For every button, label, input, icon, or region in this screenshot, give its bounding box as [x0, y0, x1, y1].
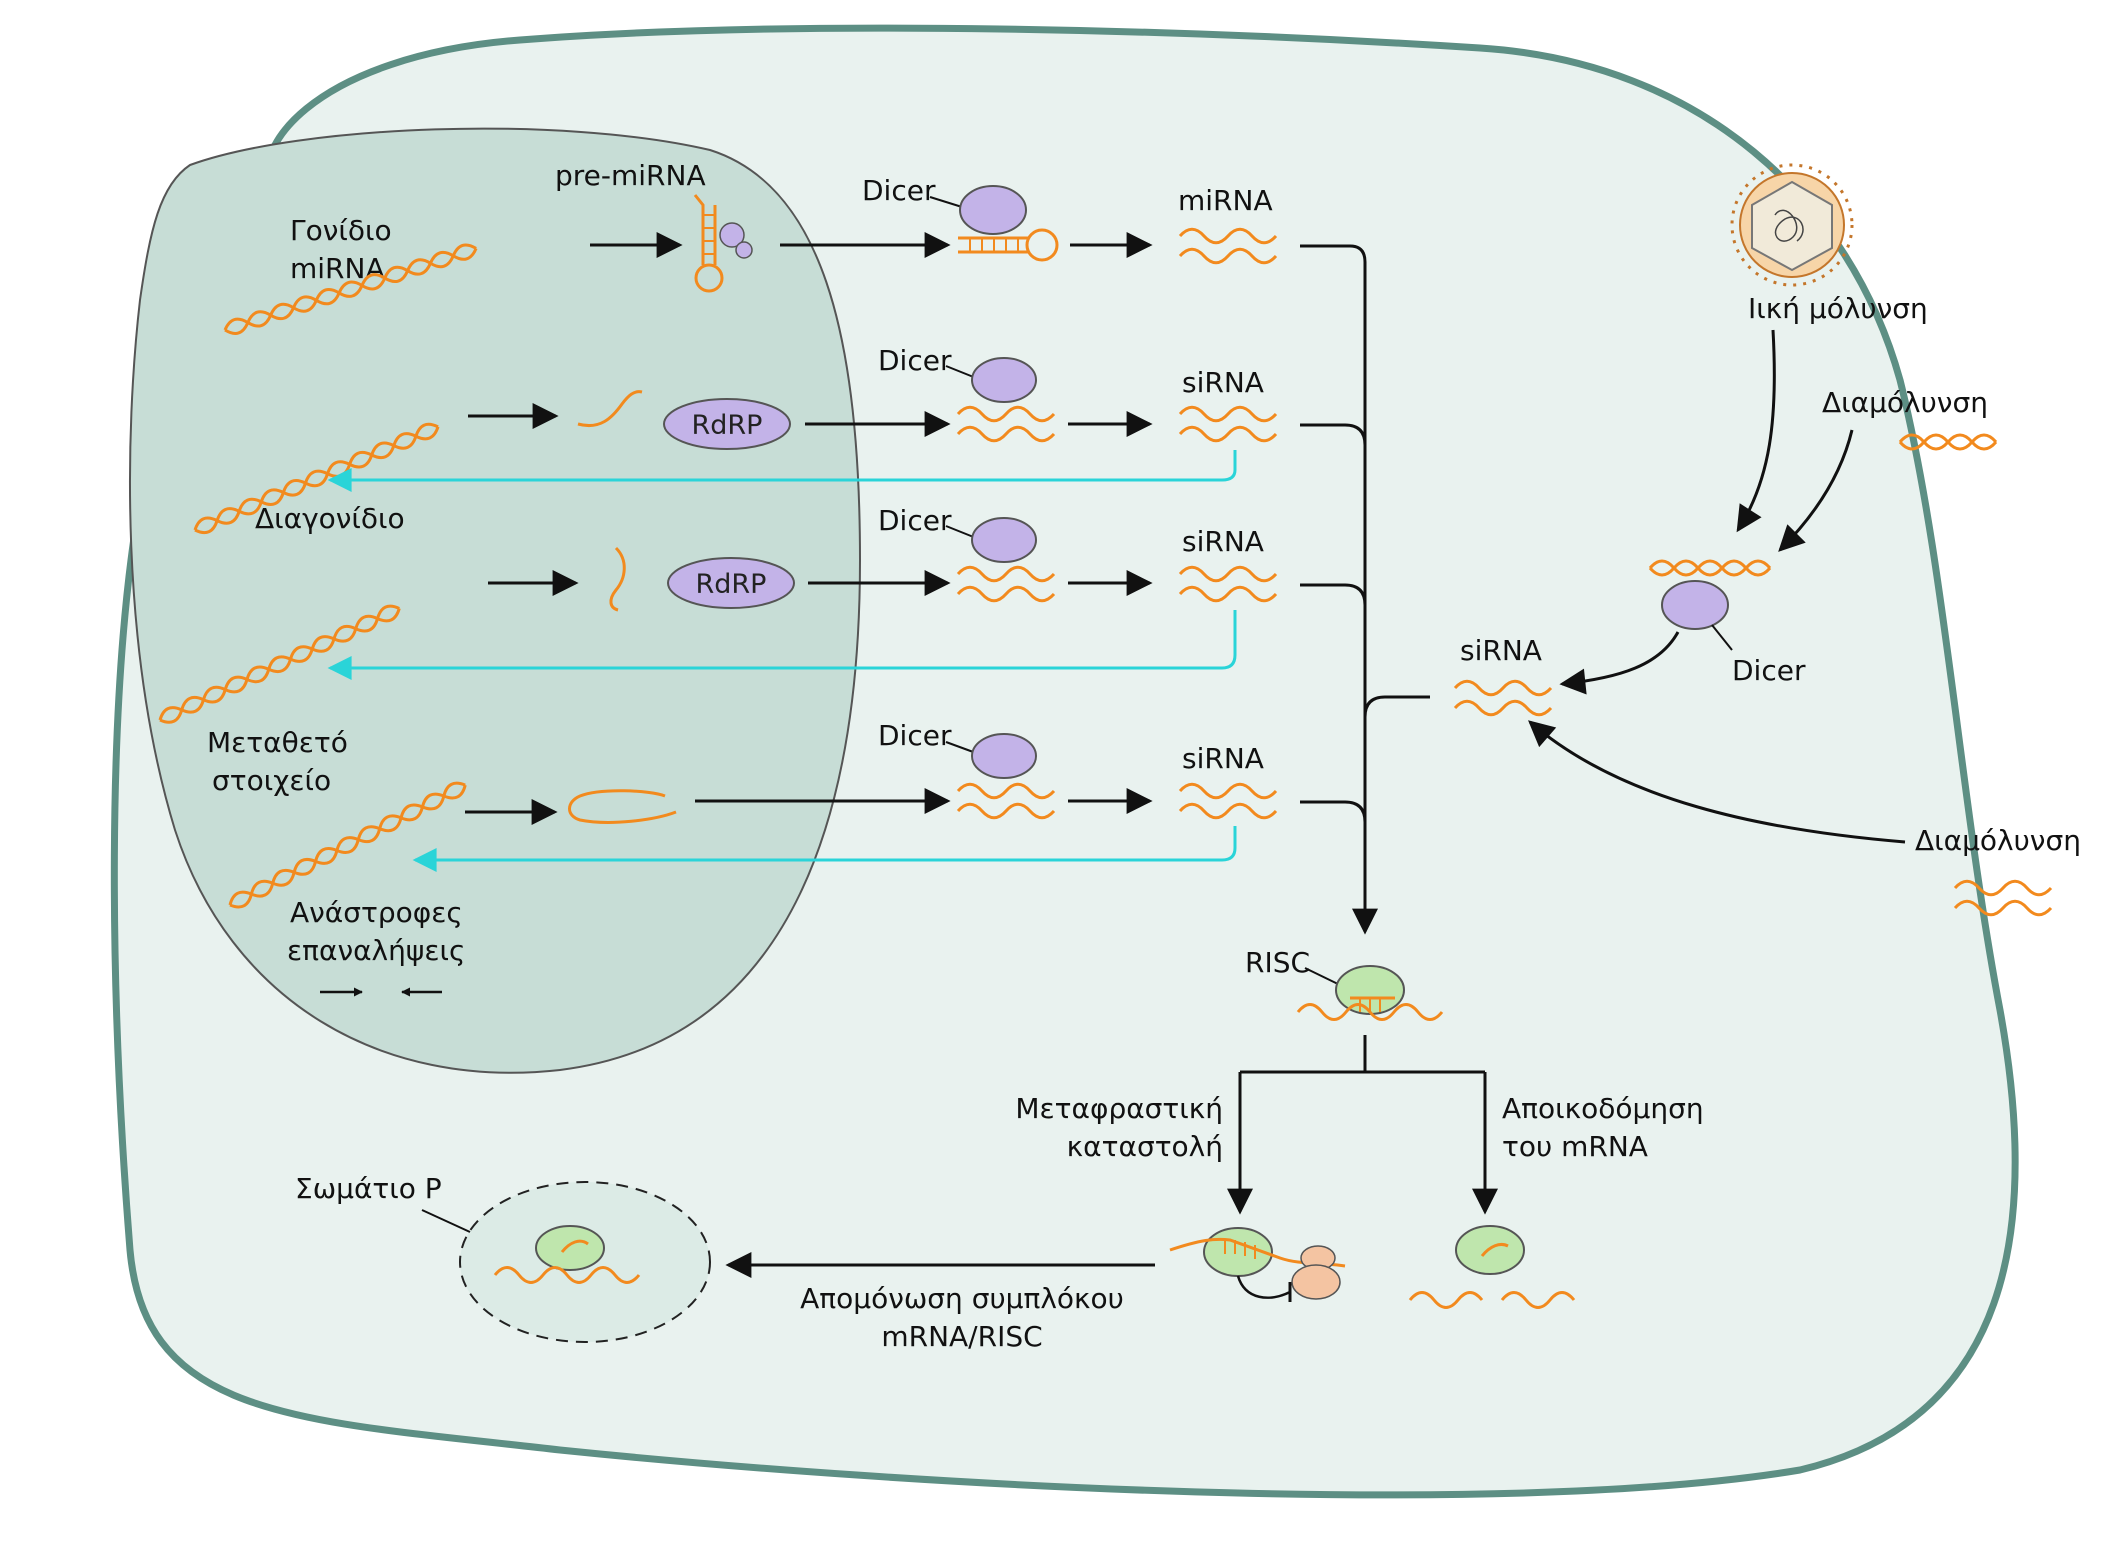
label-translational-repression-2: καταστολή: [1067, 1130, 1223, 1163]
label-sirna-exogenous: siRNA: [1460, 634, 1542, 667]
dicer-enzyme-row1: [959, 185, 1027, 235]
label-risc: RISC: [1245, 946, 1310, 979]
dicer-enzyme-row3: [971, 517, 1037, 563]
label-dicer-exogenous: Dicer: [1732, 654, 1806, 687]
label-sequestration-1: Απομόνωση συμπλόκου: [800, 1282, 1124, 1315]
label-viral-infection: Ιική μόλυνση: [1748, 292, 1928, 325]
label-dicer-row1: Dicer: [862, 174, 936, 207]
label-rdrp-row2: RdRP: [692, 410, 763, 441]
label-p-body: Σωμάτιο P: [295, 1172, 442, 1205]
dsdna-mirna-gene: [223, 243, 478, 335]
arrow-dicer-to-sirna-exogenous: [1559, 631, 1680, 695]
label-dicer-row4: Dicer: [878, 719, 952, 752]
dicer-enzyme-row2: [971, 357, 1037, 403]
label-sirna-row2: siRNA: [1182, 366, 1264, 399]
dsdna-transgene: [193, 422, 440, 535]
cyan-feedback-row2: [327, 450, 1237, 492]
dsdna-transposon: [158, 604, 401, 724]
split-connector: [1240, 1035, 1485, 1074]
cyan-feedback-row4: [412, 826, 1237, 872]
cyan-feedback-row3: [327, 610, 1237, 680]
label-transgene: Διαγονίδιο: [255, 502, 405, 535]
dsrna-transfection-top: [1898, 433, 1998, 451]
dicer-premirna-complex: [958, 228, 1059, 262]
label-transfection-top: Διαμόλυνση: [1822, 386, 1988, 419]
arrow-transfection-bottom-to-sirna: [1528, 720, 1906, 844]
mrna-degradation-complex: [1408, 1225, 1576, 1309]
bracket-row1: [1300, 244, 1378, 935]
virus-particle: [1730, 163, 1854, 287]
hairpin-rna-row4: [568, 789, 677, 824]
bracket-row3: [1300, 583, 1367, 606]
arrow-transfection-top-to-dicer: [1778, 429, 1854, 552]
ssrna-transposon: [609, 546, 626, 612]
label-mirna: miRNA: [1178, 184, 1273, 217]
label-gene-mirna-1: Γονίδιο: [290, 214, 392, 247]
label-sirna-row4: siRNA: [1182, 742, 1264, 775]
pre-mirna-hairpin: [693, 194, 753, 293]
label-transposon-1: Μεταθετό: [207, 726, 348, 759]
label-mrna-degradation-1: Αποικοδόμηση: [1502, 1092, 1704, 1125]
label-gene-mirna-2: miRNA: [290, 252, 385, 285]
bracket-row2: [1300, 423, 1367, 446]
label-sequestration-2: mRNA/RISC: [881, 1320, 1042, 1353]
ssrna-transgene: [577, 390, 643, 427]
risc-target-mrna: [1296, 996, 1444, 1021]
label-transfection-bottom: Διαμόλυνση: [1915, 824, 2081, 857]
p-body-risc-complex: [493, 1225, 641, 1284]
label-pre-mirna: pre-miRNA: [555, 159, 706, 192]
bracket-row4: [1300, 800, 1367, 823]
rdrp-row2: [663, 398, 791, 450]
dicer-enzyme-exogenous: [1661, 580, 1729, 630]
label-transposon-2: στοιχείο: [212, 764, 331, 797]
nucleus: [128, 127, 862, 1074]
arrow-virus-to-dicer: [1736, 329, 1776, 533]
label-dicer-row3: Dicer: [878, 504, 952, 537]
dicer-enzyme-row4: [971, 733, 1037, 779]
label-inverted-2: επαναλήψεις: [287, 934, 465, 967]
label-dicer-row2: Dicer: [878, 344, 952, 377]
ribosome: [1291, 1245, 1341, 1300]
bracket-exogenous: [1363, 695, 1430, 718]
label-translational-repression-1: Μεταφραστική: [1015, 1092, 1223, 1125]
label-mrna-degradation-2: του mRNA: [1502, 1130, 1648, 1163]
dsdna-inverted-repeats: [228, 781, 467, 909]
label-rdrp-row3: RdRP: [696, 569, 767, 600]
dsrna-viral: [1648, 559, 1772, 577]
rdrp-row3: [667, 557, 795, 609]
label-inverted-1: Ανάστροφες: [290, 896, 463, 929]
label-sirna-row3: siRNA: [1182, 525, 1264, 558]
